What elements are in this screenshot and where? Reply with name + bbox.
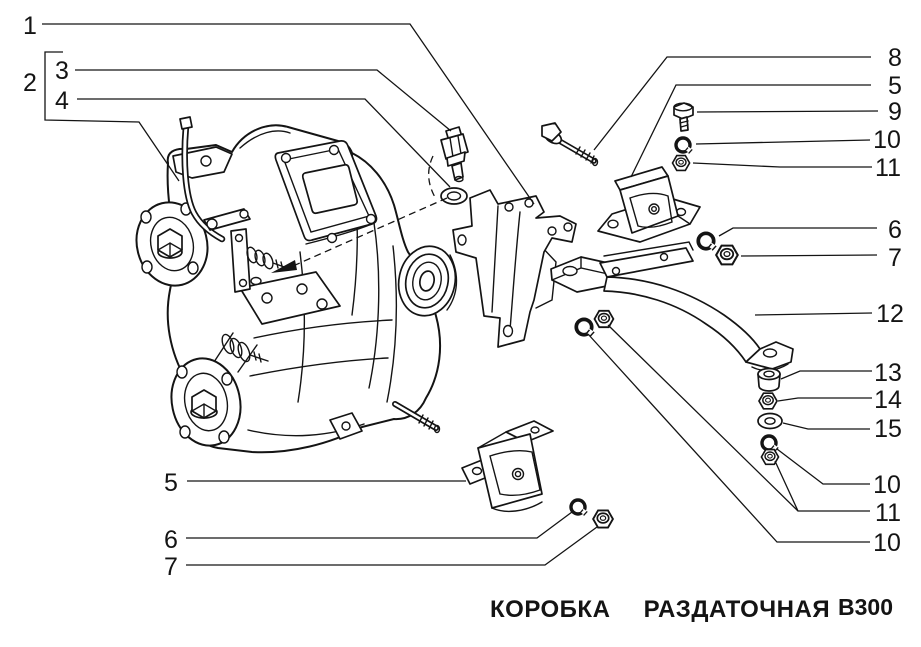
caption-code: В300 [838,594,893,620]
spring-washer-part-10 [676,138,692,153]
callout-label: 8 [888,44,902,72]
leader-10-bottom [587,333,870,543]
mount-part-5-bottom [461,420,554,513]
nut-part-11-left [593,309,615,329]
caption-title: КОРОБКА РАЗДАТОЧНАЯ [490,596,830,623]
front-flange-upper [135,201,209,287]
gear-lever [179,116,226,243]
callout-label: 2 [23,69,37,97]
callout-label: 9 [888,98,902,126]
callout-label: 6 [888,216,902,244]
front-flange-lower [170,332,258,447]
callout-label: 13 [874,359,902,387]
sensor-axis-arc [428,155,437,200]
inspection-cover [274,140,378,244]
callout-label: 14 [874,386,902,414]
nut-part-14 [758,392,778,410]
leader-10-mid [776,448,870,485]
bolt-part-9 [673,102,694,132]
callout-label: 11 [875,154,901,182]
leader-4 [77,98,451,188]
install-direction-arrow [271,197,448,273]
leader-7-right [740,254,878,257]
leader-10-top [695,139,871,145]
transfer-case-drawing [135,116,557,454]
washer-part-4 [440,187,468,205]
callout-labels: 1 2 3 4 8 5 9 10 11 6 7 12 13 14 15 10 1… [23,12,904,581]
leader-13 [780,370,872,380]
shift-linkage [203,208,291,363]
shift-cover [239,271,341,325]
callout-label: 11 [875,499,901,527]
washer-part-15 [757,412,783,430]
callout-label: 10 [873,471,901,499]
nut-part-7 [715,244,739,266]
strap-part-12 [550,241,794,372]
bushing-part-13 [757,367,781,392]
callout-label: 7 [164,553,178,581]
callout-label: 1 [23,12,37,40]
leader-3 [75,69,452,132]
callout-label: 3 [55,57,69,85]
output-stud [392,401,441,434]
mount-part-5-top [597,166,701,243]
leader-7-bottom [186,526,598,566]
bolt-part-8 [541,122,599,167]
spring-washer-part-6 [698,233,716,250]
callout-label: 5 [164,469,178,497]
leader-5-top [630,84,871,178]
leader-11-bottom [607,324,870,512]
spring-washer-part-10-left [576,319,594,336]
callout-label: 6 [164,526,178,554]
leader-15 [782,422,870,430]
leader-6-bottom [186,511,573,539]
caption: КОРОБКА РАЗДАТОЧНАЯ В300 [490,594,893,623]
leader-9 [696,110,879,113]
leader-11-top [692,162,872,168]
callout-label: 10 [873,126,901,154]
callout-label: 10 [873,529,901,557]
nut-part-7-bottom [592,509,614,529]
callout-label: 15 [874,415,902,443]
leader-14 [777,397,872,402]
callout-label: 12 [876,300,904,328]
switch-part-3 [440,126,469,183]
leader-6-right [718,227,877,237]
callout-label: 7 [888,244,902,272]
leader-1 [42,23,535,205]
callout-label: 5 [888,72,902,100]
callout-label: 4 [55,87,69,115]
leader-12 [754,312,873,316]
leader-2-bracket [44,51,180,182]
leader-8 [593,56,871,151]
leader-lines [42,23,879,566]
spring-washer-part-6-bottom [571,500,587,515]
nut-part-11 [671,154,691,172]
bracket-part-1 [452,189,577,348]
rear-drum [397,245,457,317]
